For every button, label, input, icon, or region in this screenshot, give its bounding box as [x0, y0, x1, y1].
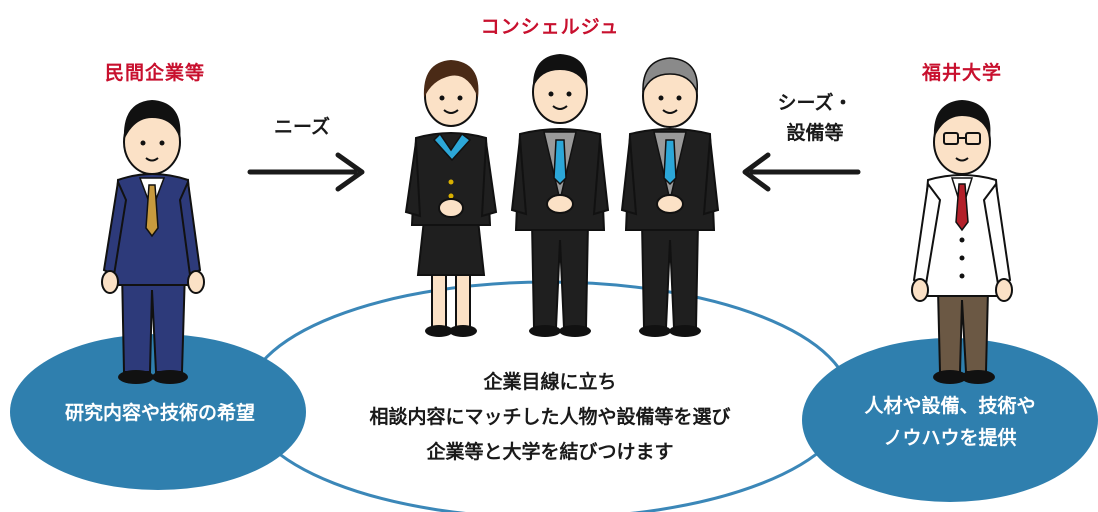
companies-bubble-text: 研究内容や技術の希望: [64, 402, 255, 424]
seeds-label: シーズ・ 設備等: [770, 88, 860, 148]
university-title: 福井大学: [921, 62, 1002, 84]
center-message: 企業目線に立ち 相談内容にマッチした人物や設備等を選び 企業等と大学を結びつけま…: [330, 365, 770, 470]
university-bubble-line: 人材や設備、技術や: [864, 395, 1036, 417]
needs-label: ニーズ: [273, 116, 331, 138]
center-message-line: 企業等と大学を結びつけます: [426, 441, 674, 463]
companies-title: 民間企業等: [104, 62, 205, 84]
center-message-line: 企業目線に立ち: [483, 371, 617, 393]
concierge-title: コンシェルジュ: [480, 16, 620, 38]
university-bubble-line: ノウハウを提供: [883, 427, 1017, 449]
seeds-label-line: シーズ・: [777, 92, 853, 114]
center-message-line: 相談内容にマッチした人物や設備等を選び: [369, 406, 731, 428]
university-bubble-text: 人材や設備、技術や ノウハウを提供: [820, 390, 1080, 454]
seeds-label-line: 設備等: [786, 122, 844, 144]
